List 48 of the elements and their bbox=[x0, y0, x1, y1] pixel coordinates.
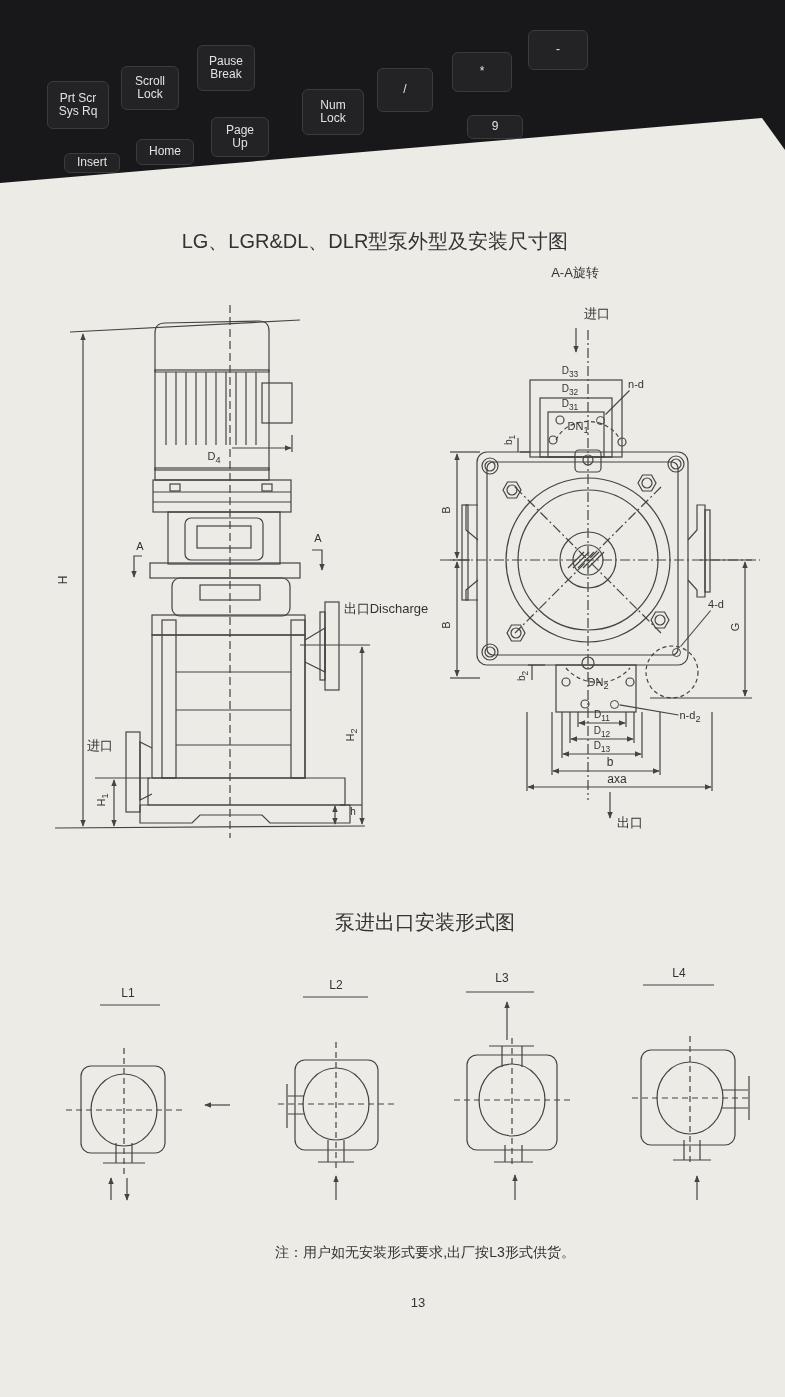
leader-label: n-d bbox=[628, 378, 644, 390]
layout-label: L4 bbox=[672, 967, 686, 979]
section-mark-label: A bbox=[314, 532, 322, 544]
keyboard-key: Scroll Lock bbox=[121, 66, 179, 110]
keyboard-key: / bbox=[377, 68, 433, 112]
layout-label: L2 bbox=[329, 979, 343, 991]
dimension-label: h bbox=[350, 807, 356, 817]
dimension-label: b bbox=[606, 756, 614, 768]
dimension-label: B bbox=[440, 506, 452, 514]
keyboard-key: * bbox=[452, 52, 512, 92]
dimension-label: axa bbox=[607, 773, 627, 785]
title: LG、LGR&DL、DLR型泵外型及安装尺寸图 bbox=[181, 231, 569, 251]
view-label: A-A旋转 bbox=[551, 265, 599, 279]
flow-label: 出口 bbox=[617, 815, 643, 829]
leader-label: 4-d bbox=[708, 598, 724, 610]
page-number: 13 bbox=[410, 1295, 426, 1309]
layout-label: L3 bbox=[495, 972, 509, 984]
dimension-label: D$_{12}$ bbox=[593, 725, 611, 739]
dimension-label: D$_{4}$ bbox=[207, 450, 221, 466]
dimension-label: G bbox=[729, 622, 741, 632]
leader-line bbox=[604, 389, 631, 416]
keyboard-key: 9 bbox=[467, 115, 523, 139]
layout-label: L1 bbox=[121, 987, 135, 999]
dimension-label: B bbox=[440, 621, 452, 629]
keyboard-key: Prt Scr Sys Rq bbox=[47, 81, 109, 129]
keyboard-key: Insert bbox=[64, 153, 120, 173]
note-text: 注：用户如无安装形式要求,出厂按L3形式供货。 bbox=[275, 1245, 575, 1259]
dimension-label: D$_{31}$ bbox=[561, 398, 579, 412]
keyboard-key: - bbox=[528, 30, 588, 70]
section-mark-label: A bbox=[136, 540, 144, 552]
leader-line bbox=[618, 704, 680, 716]
dimension-label: D$_{13}$ bbox=[593, 740, 611, 754]
keyboard-key: Page Up bbox=[211, 117, 269, 157]
keyboard-key: Home bbox=[136, 139, 194, 165]
flow-label: 进口 bbox=[584, 306, 610, 320]
keyboard-key: Pause Break bbox=[197, 45, 255, 91]
leader-label: n-d$_{2}$ bbox=[679, 709, 701, 725]
dimension-label: H bbox=[57, 575, 69, 585]
dimension-label: D$_{33}$ bbox=[561, 365, 579, 379]
dimension-label: DN$_{1}$ bbox=[567, 420, 589, 436]
dimension-label: D$_{32}$ bbox=[561, 383, 579, 397]
dimension-label: D$_{11}$ bbox=[594, 709, 610, 723]
flow-label: 进口 bbox=[87, 738, 113, 752]
keyboard-key: Num Lock bbox=[302, 89, 364, 135]
dimension-label: DN$_{2}$ bbox=[587, 676, 609, 692]
subheading: 泵进出口安装形式图 bbox=[335, 912, 515, 932]
flow-label: 出口Discharge bbox=[343, 601, 429, 615]
leader-line bbox=[680, 609, 712, 648]
